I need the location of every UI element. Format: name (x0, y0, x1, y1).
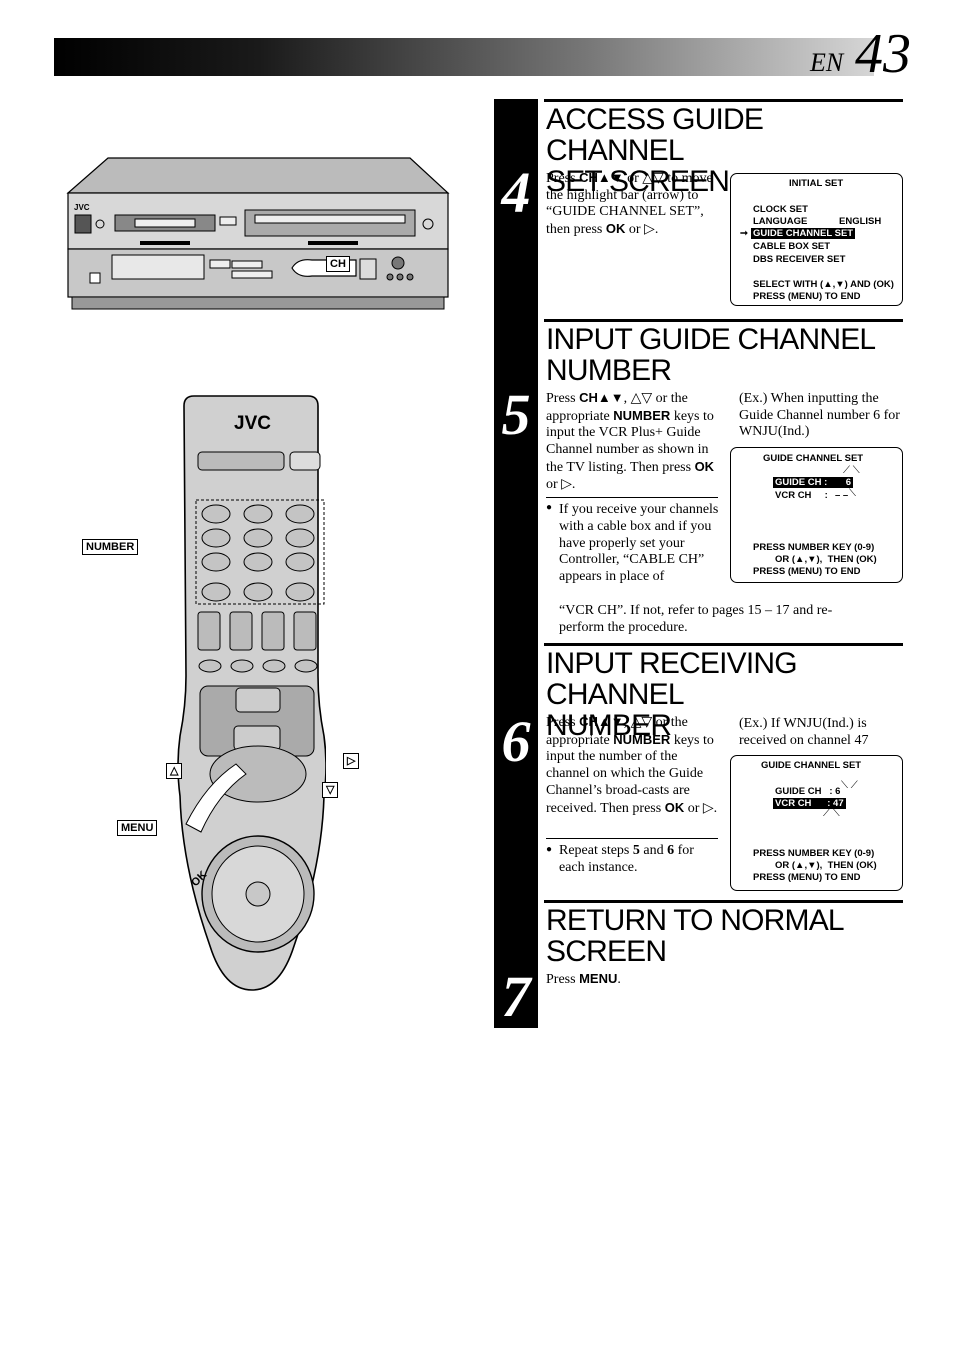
step5-example: (Ex.) When inputting the Guide Channel n… (739, 391, 900, 440)
vcr-brand: JVC (74, 203, 90, 212)
step5-rule (544, 319, 903, 322)
step6-divider (546, 838, 718, 839)
language-label: EN (810, 48, 844, 77)
step7-rule (544, 900, 903, 903)
step6-bullet: ● (546, 844, 553, 855)
step7-number: 7 (501, 964, 531, 1029)
step6-example: (Ex.) If WNJU(Ind.) is received on chann… (739, 716, 869, 748)
ch-label: CH (326, 256, 350, 272)
up-label: △ (166, 763, 183, 779)
osd-highlight-bar: GUIDE CHANNEL SET (751, 228, 856, 239)
osd-guide-channel-set-5: GUIDE CHANNEL SET GUIDE CH : 6 VCR CH : … (730, 447, 903, 583)
step5-note-cont: “VCR CH”. If not, refer to pages 15 – 17… (559, 603, 833, 635)
osd-guide-channel-set-6: GUIDE CHANNEL SET GUIDE CH : 6 VCR CH : … (730, 755, 903, 891)
step4-number: 4 (501, 160, 531, 225)
menu-label: MENU (117, 820, 158, 836)
step5-note: If you receive your channels with a cabl… (559, 502, 719, 585)
osd-initial-set: INITIAL SET CLOCK SET LANGUAGE ENGLISH ➞… (730, 173, 903, 306)
step6-number: 6 (501, 709, 531, 774)
header-gradient-bar (54, 38, 874, 76)
vcr-illustration: JVC (66, 157, 450, 310)
remote-illustration: JVC (177, 395, 326, 991)
remote-brand: JVC (234, 413, 271, 434)
step5-divider (546, 497, 718, 498)
number-label: NUMBER (82, 539, 139, 555)
step5-text: Press CH▲▼, △▽ or the appropriate NUMBER… (546, 390, 715, 492)
step4-text: Press CH▲▼ or △▽ to move the highlight b… (546, 170, 713, 238)
step4-rule (544, 99, 903, 102)
step6-rule (544, 643, 903, 646)
step6-note: Repeat steps 5 and 6 for each instance. (559, 843, 694, 875)
down-label: ▽ (322, 782, 339, 798)
right-label: ▷ (343, 753, 360, 769)
step6-text: Press CH▲▼, △▽ or the appropriate NUMBER… (546, 714, 718, 816)
step5-bullet: ● (546, 502, 553, 513)
step7-text: Press MENU. (546, 971, 621, 987)
step5-number: 5 (501, 382, 531, 447)
page-number: 43 (855, 23, 911, 85)
step-sidebar (494, 99, 538, 1028)
